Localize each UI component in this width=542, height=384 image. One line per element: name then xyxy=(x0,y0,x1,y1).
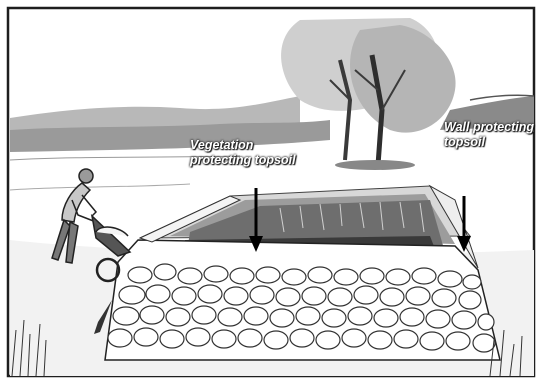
wall-label-line2: topsoil xyxy=(444,135,534,150)
wall-label: Wall protecting topsoil xyxy=(444,120,534,150)
wall-label-line1: Wall protecting xyxy=(444,120,534,135)
vegetation-label-line1: Vegetation xyxy=(190,138,296,153)
vegetation-label-line2: protecting topsoil xyxy=(190,153,296,168)
vegetation-label: Vegetation protecting topsoil xyxy=(190,138,296,168)
